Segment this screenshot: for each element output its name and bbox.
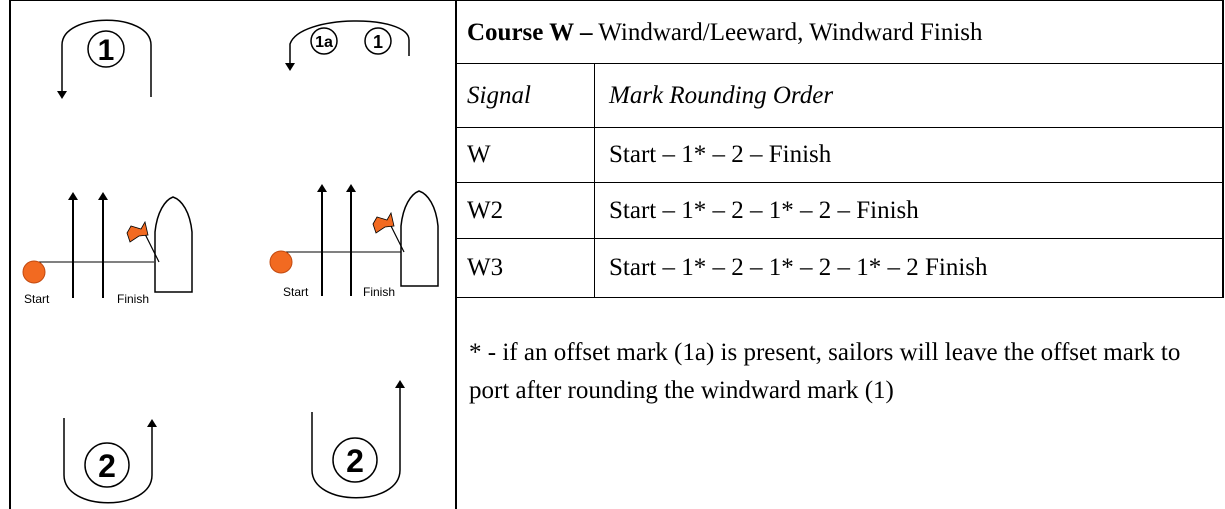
finish-label-right: Finish xyxy=(363,285,395,299)
top-border xyxy=(9,0,1224,1)
mark-2-left-label: 2 xyxy=(98,448,116,484)
row-line-3 xyxy=(455,182,1224,183)
offset-mark-note: * - if an offset mark (1a) is present, s… xyxy=(469,339,1181,404)
course-title-bold: Course W – xyxy=(467,19,593,46)
row-line-1 xyxy=(455,63,1224,64)
rounding-path-mark-1-right xyxy=(285,20,410,71)
row-line-2 xyxy=(455,127,1224,128)
rounding-path-mark-1-left xyxy=(57,19,152,99)
row-order-w3: Start – 1* – 2 – 1* – 2 – 1* – 2 Finish xyxy=(609,254,988,281)
mark-1-left-label: 1 xyxy=(98,34,115,67)
rounding-path-mark-2-left xyxy=(63,418,157,504)
mark-2-right xyxy=(332,437,378,483)
header-mark-rounding-order: Mark Rounding Order xyxy=(609,82,834,109)
flagpole-right xyxy=(388,221,405,253)
offset-mark-1a xyxy=(310,27,338,55)
mark-2-left xyxy=(84,442,130,488)
header-signal: Signal xyxy=(467,82,531,109)
mark-1-right xyxy=(364,27,392,55)
signal-column-divider xyxy=(594,63,595,298)
row-signal-w: W xyxy=(467,141,491,168)
row-order-w: Start – 1* – 2 – Finish xyxy=(609,141,832,168)
row-signal-w2: W2 xyxy=(467,197,504,224)
flag-left xyxy=(126,220,149,243)
row-order-w2: Start – 1* – 2 – 1* – 2 – Finish xyxy=(609,197,919,224)
mark-1-left xyxy=(87,30,125,68)
left-border xyxy=(9,0,11,509)
pin-mark-right xyxy=(269,250,293,274)
committee-boat-right xyxy=(400,190,439,287)
committee-boat-left xyxy=(154,196,193,293)
pin-mark-left xyxy=(22,260,46,284)
start-label-left: Start xyxy=(24,292,50,306)
right-border xyxy=(1222,0,1224,298)
divider-main xyxy=(455,0,457,509)
row-line-4 xyxy=(455,238,1224,239)
mark-1-right-label: 1 xyxy=(373,32,383,52)
rounding-path-mark-2-right xyxy=(311,380,405,499)
course-title: Course W – Windward/Leeward, Windward Fi… xyxy=(467,18,983,48)
mark-2-right-label: 2 xyxy=(346,443,364,479)
start-label-right: Start xyxy=(283,285,309,299)
flag-right xyxy=(372,211,395,234)
course-diagram: 1 Start Finish 2 1a 1 Start Finish 2 xyxy=(22,19,439,504)
finish-label-left: Finish xyxy=(117,292,149,306)
row-line-5 xyxy=(455,297,1224,298)
row-signal-w3: W3 xyxy=(467,254,504,281)
course-title-rest: Windward/Leeward, Windward Finish xyxy=(592,19,983,46)
offset-mark-1a-label: 1a xyxy=(315,34,333,51)
